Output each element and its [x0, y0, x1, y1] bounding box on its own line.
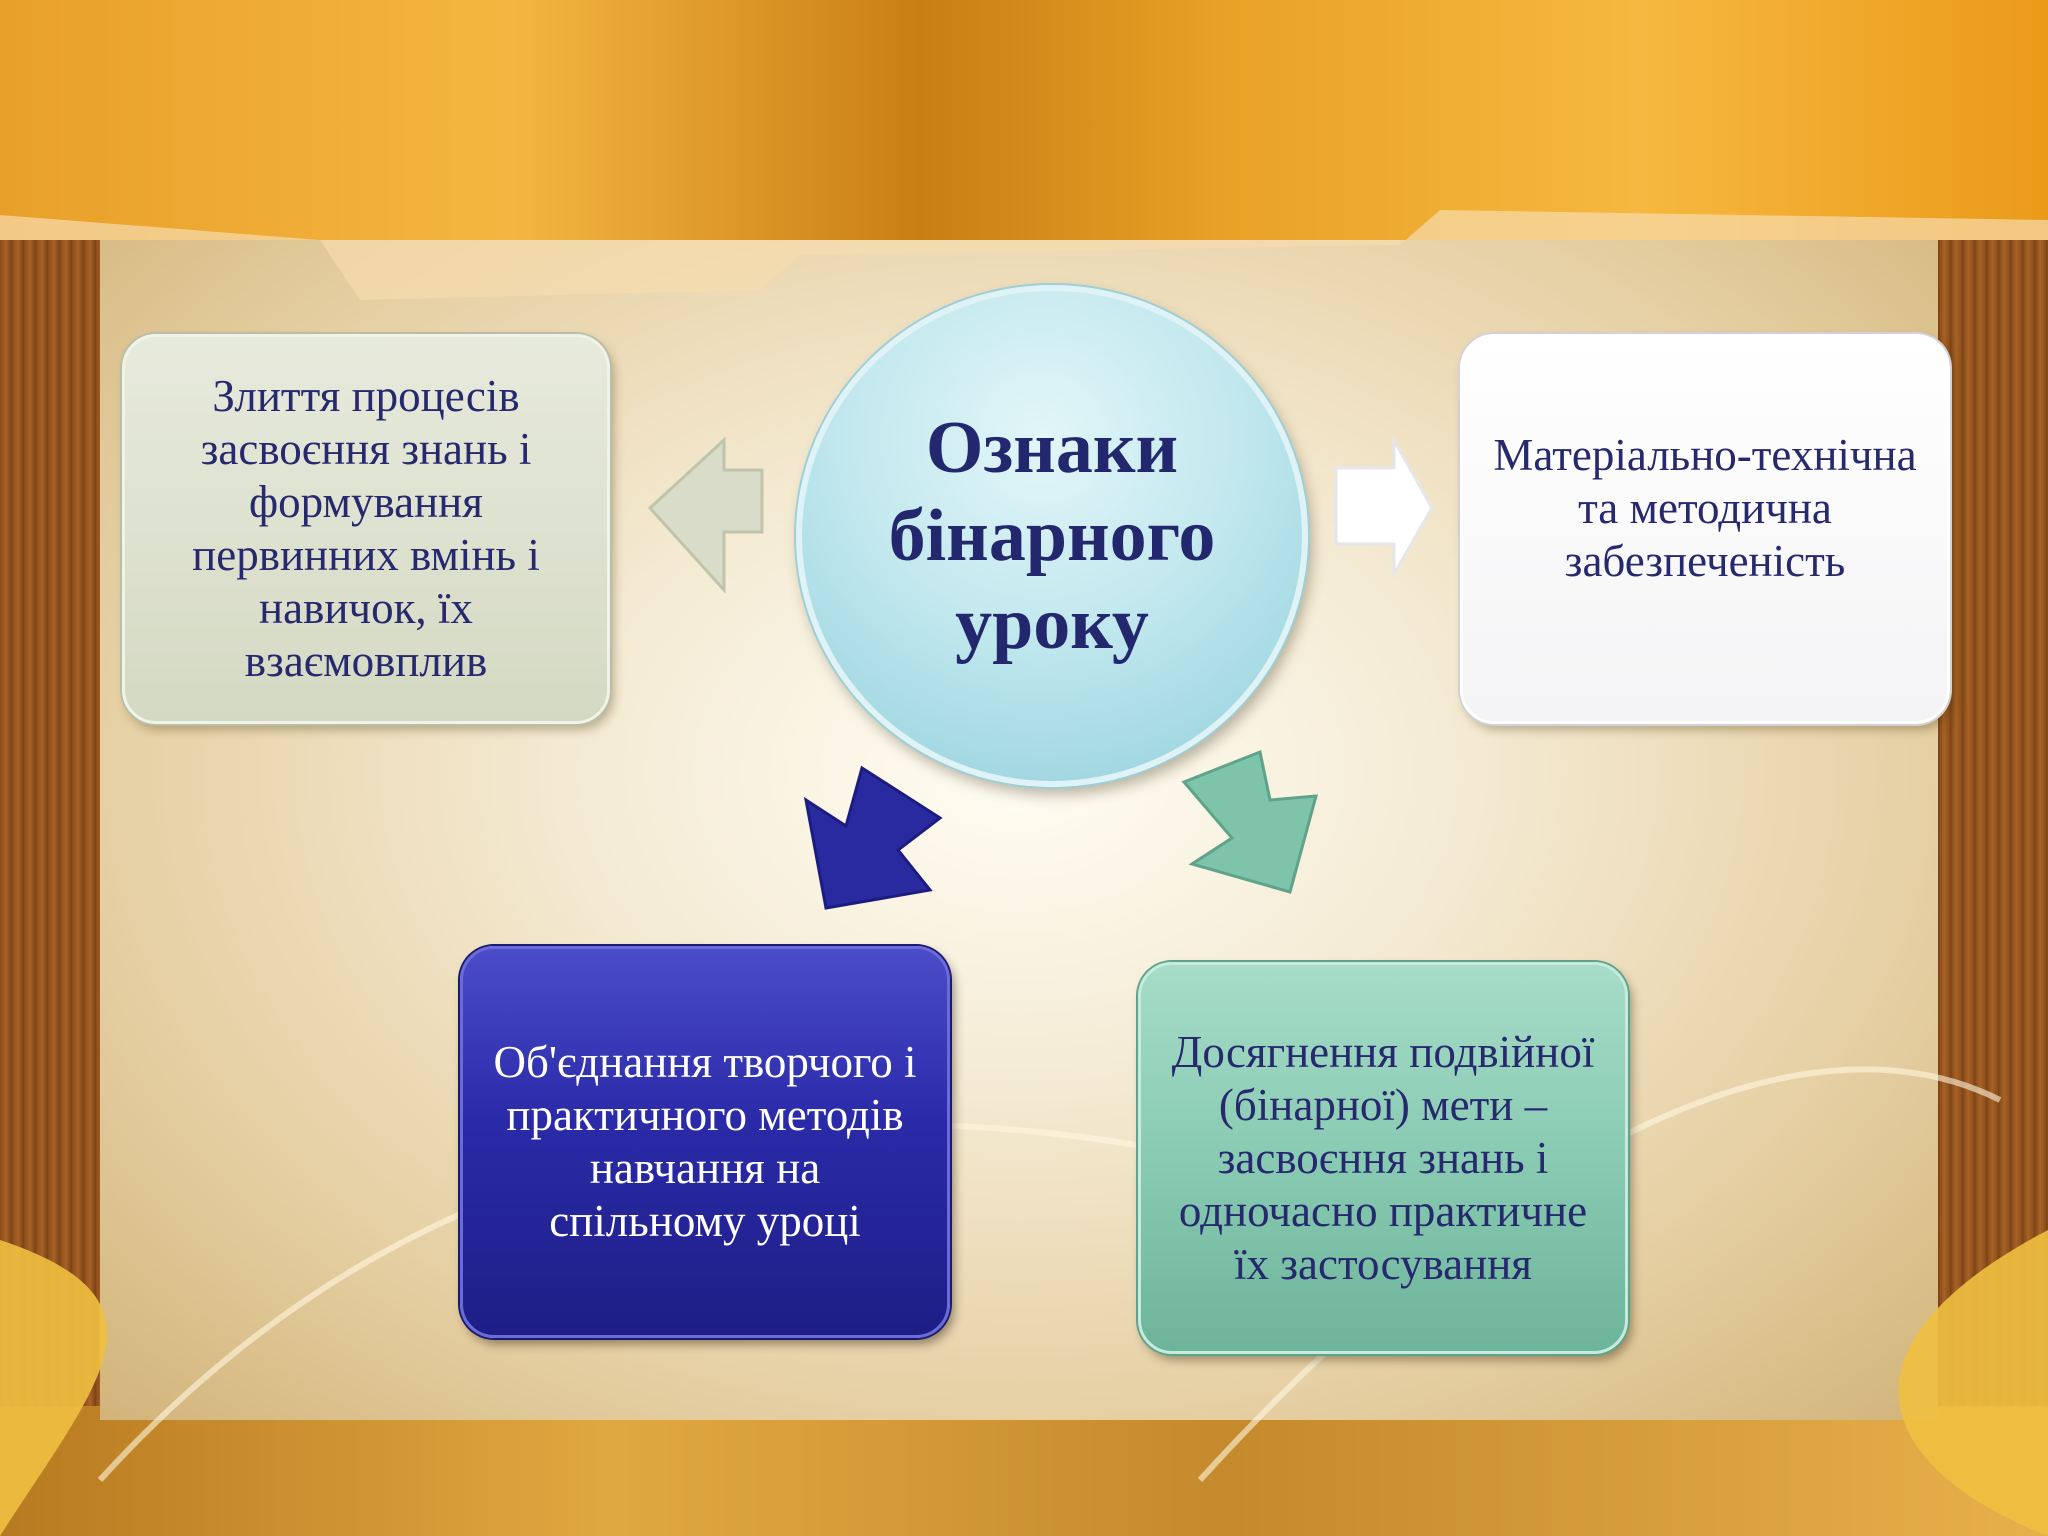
feature-box-knowledge-fusion: Злиття процесів засвоєння знань і формув… — [122, 334, 610, 724]
center-circle: Ознаки бінарного уроку — [796, 285, 1308, 787]
background-bottom-band — [0, 1406, 2048, 1536]
feature-text-material-support: Матеріально-технічна та методична забезп… — [1493, 430, 1917, 586]
feature-box-dual-goal: Досягнення подвійної (бінарної) мети – з… — [1138, 962, 1628, 1354]
feature-text-methods-union: Об'єднання творчого і практичного методі… — [493, 1037, 917, 1246]
diagram-title: Ознаки бінарного уроку — [888, 407, 1216, 665]
feature-box-material-support: Матеріально-технічна та методична забезп… — [1460, 334, 1950, 724]
feature-text-knowledge-fusion: Злиття процесів засвоєння знань і формув… — [192, 371, 540, 686]
feature-box-methods-union: Об'єднання творчого і практичного методі… — [460, 946, 950, 1338]
feature-text-dual-goal: Досягнення подвійної (бінарної) мети – з… — [1171, 1026, 1595, 1289]
